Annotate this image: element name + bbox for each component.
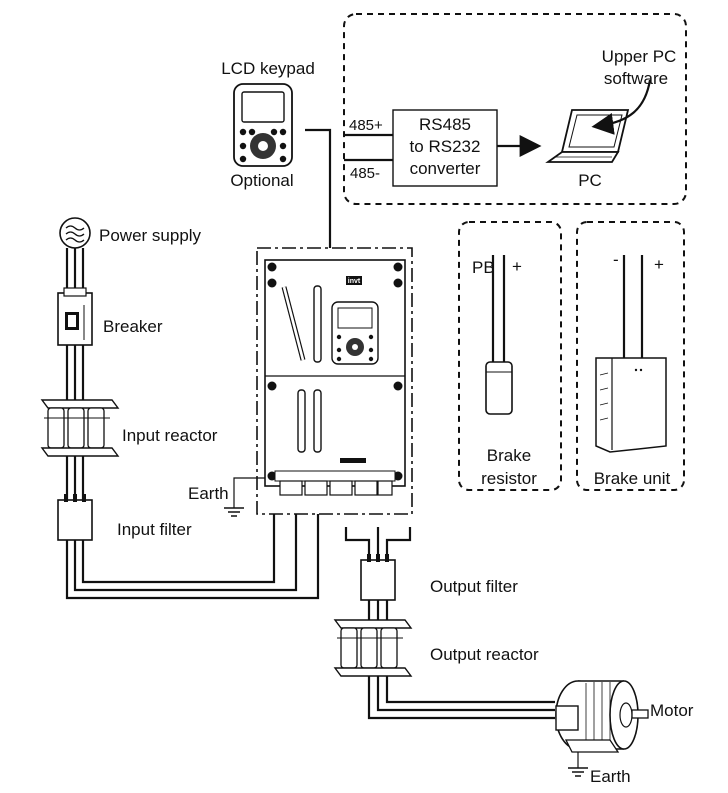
rs485-converter-box	[392, 109, 498, 187]
upper-pc-label-line2: software	[604, 69, 668, 88]
optional-label: Optional	[230, 171, 293, 190]
wire-filter-inverter-2	[73, 514, 298, 592]
inverter-logo: invt	[348, 278, 361, 285]
port-485-plus-label: 485+	[349, 117, 383, 134]
wire-inverter-outfilter-1	[344, 527, 371, 556]
earth-motor-label: Earth	[590, 767, 631, 786]
earth-motor-icon	[568, 767, 588, 777]
output-reactor-label: Output reactor	[430, 645, 539, 664]
pb-plus-label: +	[512, 257, 522, 276]
lcd-keypad-icon	[233, 83, 293, 167]
motor-icon	[555, 680, 649, 753]
brake-unit-region-border	[576, 221, 685, 491]
inverter-earth-wire	[233, 477, 265, 508]
motor-label: Motor	[650, 701, 694, 720]
laptop-icon	[545, 109, 630, 163]
power-supply-label: Power supply	[99, 226, 202, 245]
input-filter-label: Input filter	[117, 520, 192, 539]
wire-outreactor-motor-3	[385, 676, 555, 704]
breaker-label: Breaker	[103, 317, 163, 336]
breaker-icon	[57, 287, 93, 346]
brake-unit-label: Brake unit	[594, 469, 671, 488]
brake-unit-plus-label: +	[654, 255, 664, 274]
port-485-minus-label: 485-	[350, 165, 380, 182]
output-filter-label: Output filter	[430, 577, 518, 596]
earth-inverter-label: Earth	[188, 484, 229, 503]
output-filter-icon	[360, 554, 396, 601]
pc-label: PC	[578, 171, 602, 190]
brake-resistor-label-line2: resistor	[481, 469, 537, 488]
brake-unit-minus-label: -	[613, 250, 619, 269]
rs485-label-line3: converter	[410, 159, 481, 178]
rs485-label-line1: RS485	[419, 115, 471, 134]
brake-resistor-region-border	[458, 221, 562, 491]
input-filter-icon	[57, 494, 93, 541]
pb-label: PB	[472, 258, 495, 277]
upper-pc-label-line1: Upper PC	[602, 47, 677, 66]
input-reactor-label: Input reactor	[122, 426, 218, 445]
input-reactor-icon	[40, 399, 120, 457]
keypad-cable	[305, 128, 332, 248]
inverter-region-border	[256, 247, 413, 515]
software-to-pc-arrow	[591, 79, 652, 135]
lcd-keypad-label: LCD keypad	[221, 59, 315, 78]
power-supply-icon	[59, 217, 91, 249]
earth-inverter-icon	[224, 507, 244, 517]
brake-resistor-icon	[485, 361, 513, 415]
wire-outreactor-motor-2	[376, 676, 555, 712]
inverter-icon	[264, 259, 406, 496]
rs485-label-line2: to RS232	[410, 137, 481, 156]
wire-outreactor-motor-1	[367, 676, 555, 720]
wire-filter-inverter-1	[65, 514, 320, 600]
brake-unit-icon	[595, 357, 667, 453]
brake-resistor-label-line1: Brake	[487, 446, 531, 465]
output-reactor-icon	[333, 619, 413, 677]
communication-region-border	[343, 13, 687, 205]
wire-inverter-outfilter-3	[385, 527, 412, 556]
wire-filter-inverter-3	[81, 514, 276, 584]
